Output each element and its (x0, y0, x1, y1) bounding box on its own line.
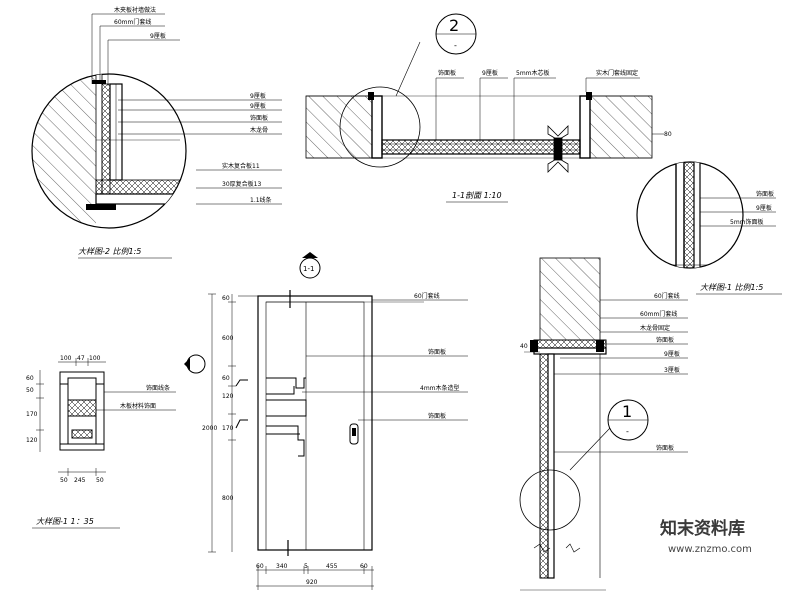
label: 3厘板 (664, 366, 680, 374)
label: 饰面板 (656, 444, 674, 452)
section-marker-top: 1-1 (289, 252, 321, 308)
watermark-url: www.znzmo.com (668, 544, 752, 555)
door-knob (349, 423, 359, 445)
label: 饰面板 (756, 190, 774, 198)
detail-1: 饰面板 9厘板 5mm饰面板 大样图-1 比例1:5 (636, 161, 782, 295)
callout-1-number: 1 (622, 402, 632, 421)
dim: 455 (326, 563, 338, 570)
label: 30厚复合板13 (222, 180, 261, 188)
section-caption: 1-1剖面 1:10 (452, 191, 502, 200)
dim: 120 (222, 393, 234, 400)
label: 9厘板 (250, 92, 266, 100)
label: 木夹板衬墙做法 (114, 6, 156, 14)
callout-2-number: 2 (449, 16, 459, 35)
door-handle (547, 125, 569, 173)
dim: 170 (26, 411, 38, 418)
section-marker-label: 1-1 (303, 265, 314, 273)
label: 5mm木芯板 (516, 69, 550, 77)
label: 木龙骨固定 (640, 324, 670, 332)
dim: 600 (222, 335, 234, 342)
label: 80 (664, 131, 672, 138)
detail-1-caption: 大样图-1 比例1:5 (700, 283, 763, 292)
callout-1-sub: - (626, 427, 629, 436)
label: 9厘板 (150, 32, 166, 40)
label: 饰面线条 (146, 384, 170, 392)
label: 实木门套线固定 (596, 69, 638, 77)
dim: 5 (304, 563, 308, 570)
dim: 245 (74, 477, 86, 484)
label: 饰面板 (438, 69, 456, 77)
label: 饰面板 (250, 114, 268, 122)
section-marker-left (184, 354, 206, 374)
watermark-brand: 知末资料库 (659, 518, 745, 539)
dim: 40 (520, 343, 528, 350)
label: 60mm门套线 (114, 18, 151, 26)
dim-total-width: 920 (306, 579, 318, 586)
wall-left (305, 95, 373, 159)
dim: 60 (26, 375, 34, 382)
detail-2-caption: 大样图-2 比例1:5 (78, 247, 141, 256)
label: 9厘板 (250, 102, 266, 110)
label: 9厘板 (664, 350, 680, 358)
dim: 100 (60, 355, 72, 362)
dim: 100 (89, 355, 101, 362)
panel-grooves (235, 377, 307, 457)
dim: 50 (26, 387, 34, 394)
label: 饰面板 (428, 348, 446, 356)
dim: 47 (77, 355, 85, 362)
jamb-section: 1 - 40 60门套线 60mm门套线 木龙骨固定 饰面板 9厘板 3厘板 饰… (519, 257, 688, 591)
label: 实木复合板11 (222, 162, 260, 170)
dim: 60 (222, 375, 230, 382)
detail-2: 木夹板衬墙做法 60mm门套线 9厘板 9厘板 9厘板 饰面板 木龙骨 实木复合… (31, 6, 282, 259)
dim: 60 (256, 563, 264, 570)
label: 1.1线条 (250, 196, 272, 204)
label: 木龙骨 (250, 126, 268, 134)
dim: 60 (222, 295, 230, 302)
label: 60mm门套线 (640, 310, 677, 318)
dim: 120 (26, 437, 38, 444)
lintel-hatch (539, 257, 601, 341)
callout-2-sub: - (454, 41, 457, 50)
frame-detail-caption: 大样图-1 1：35 (36, 517, 94, 526)
frame-detail: 100 47 100 60 50 170 120 50 245 50 饰面线条 … (26, 355, 176, 529)
label: 4mm木条造型 (420, 384, 460, 392)
dim: 340 (276, 563, 288, 570)
dim: 170 (222, 425, 234, 432)
label: 饰面板 (428, 412, 446, 420)
dim: 50 (60, 477, 68, 484)
label: 饰面板 (656, 336, 674, 344)
section-1-1: 2 - 饰面板 9厘板 5mm木芯板 实木门套线固定 80 1-1剖面 1:10 (305, 13, 672, 203)
door-elevation: 60 600 60 120 170 800 2000 60 340 5 455 … (184, 252, 468, 590)
dim-total-height: 2000 (202, 425, 217, 432)
label: 60门套线 (654, 292, 680, 300)
door-leaf (381, 139, 581, 155)
dim: 60 (360, 563, 368, 570)
label: 5mm饰面板 (730, 218, 764, 226)
wall-right (589, 95, 653, 159)
label: 9厘板 (756, 204, 772, 212)
label: 木板材料饰面 (120, 402, 156, 410)
label: 60门套线 (414, 292, 440, 300)
dim: 800 (222, 495, 234, 502)
door-frame (257, 295, 373, 551)
watermark: 知末资料库 www.znzmo.com (648, 484, 796, 564)
label: 9厘板 (482, 69, 498, 77)
dim: 50 (96, 477, 104, 484)
